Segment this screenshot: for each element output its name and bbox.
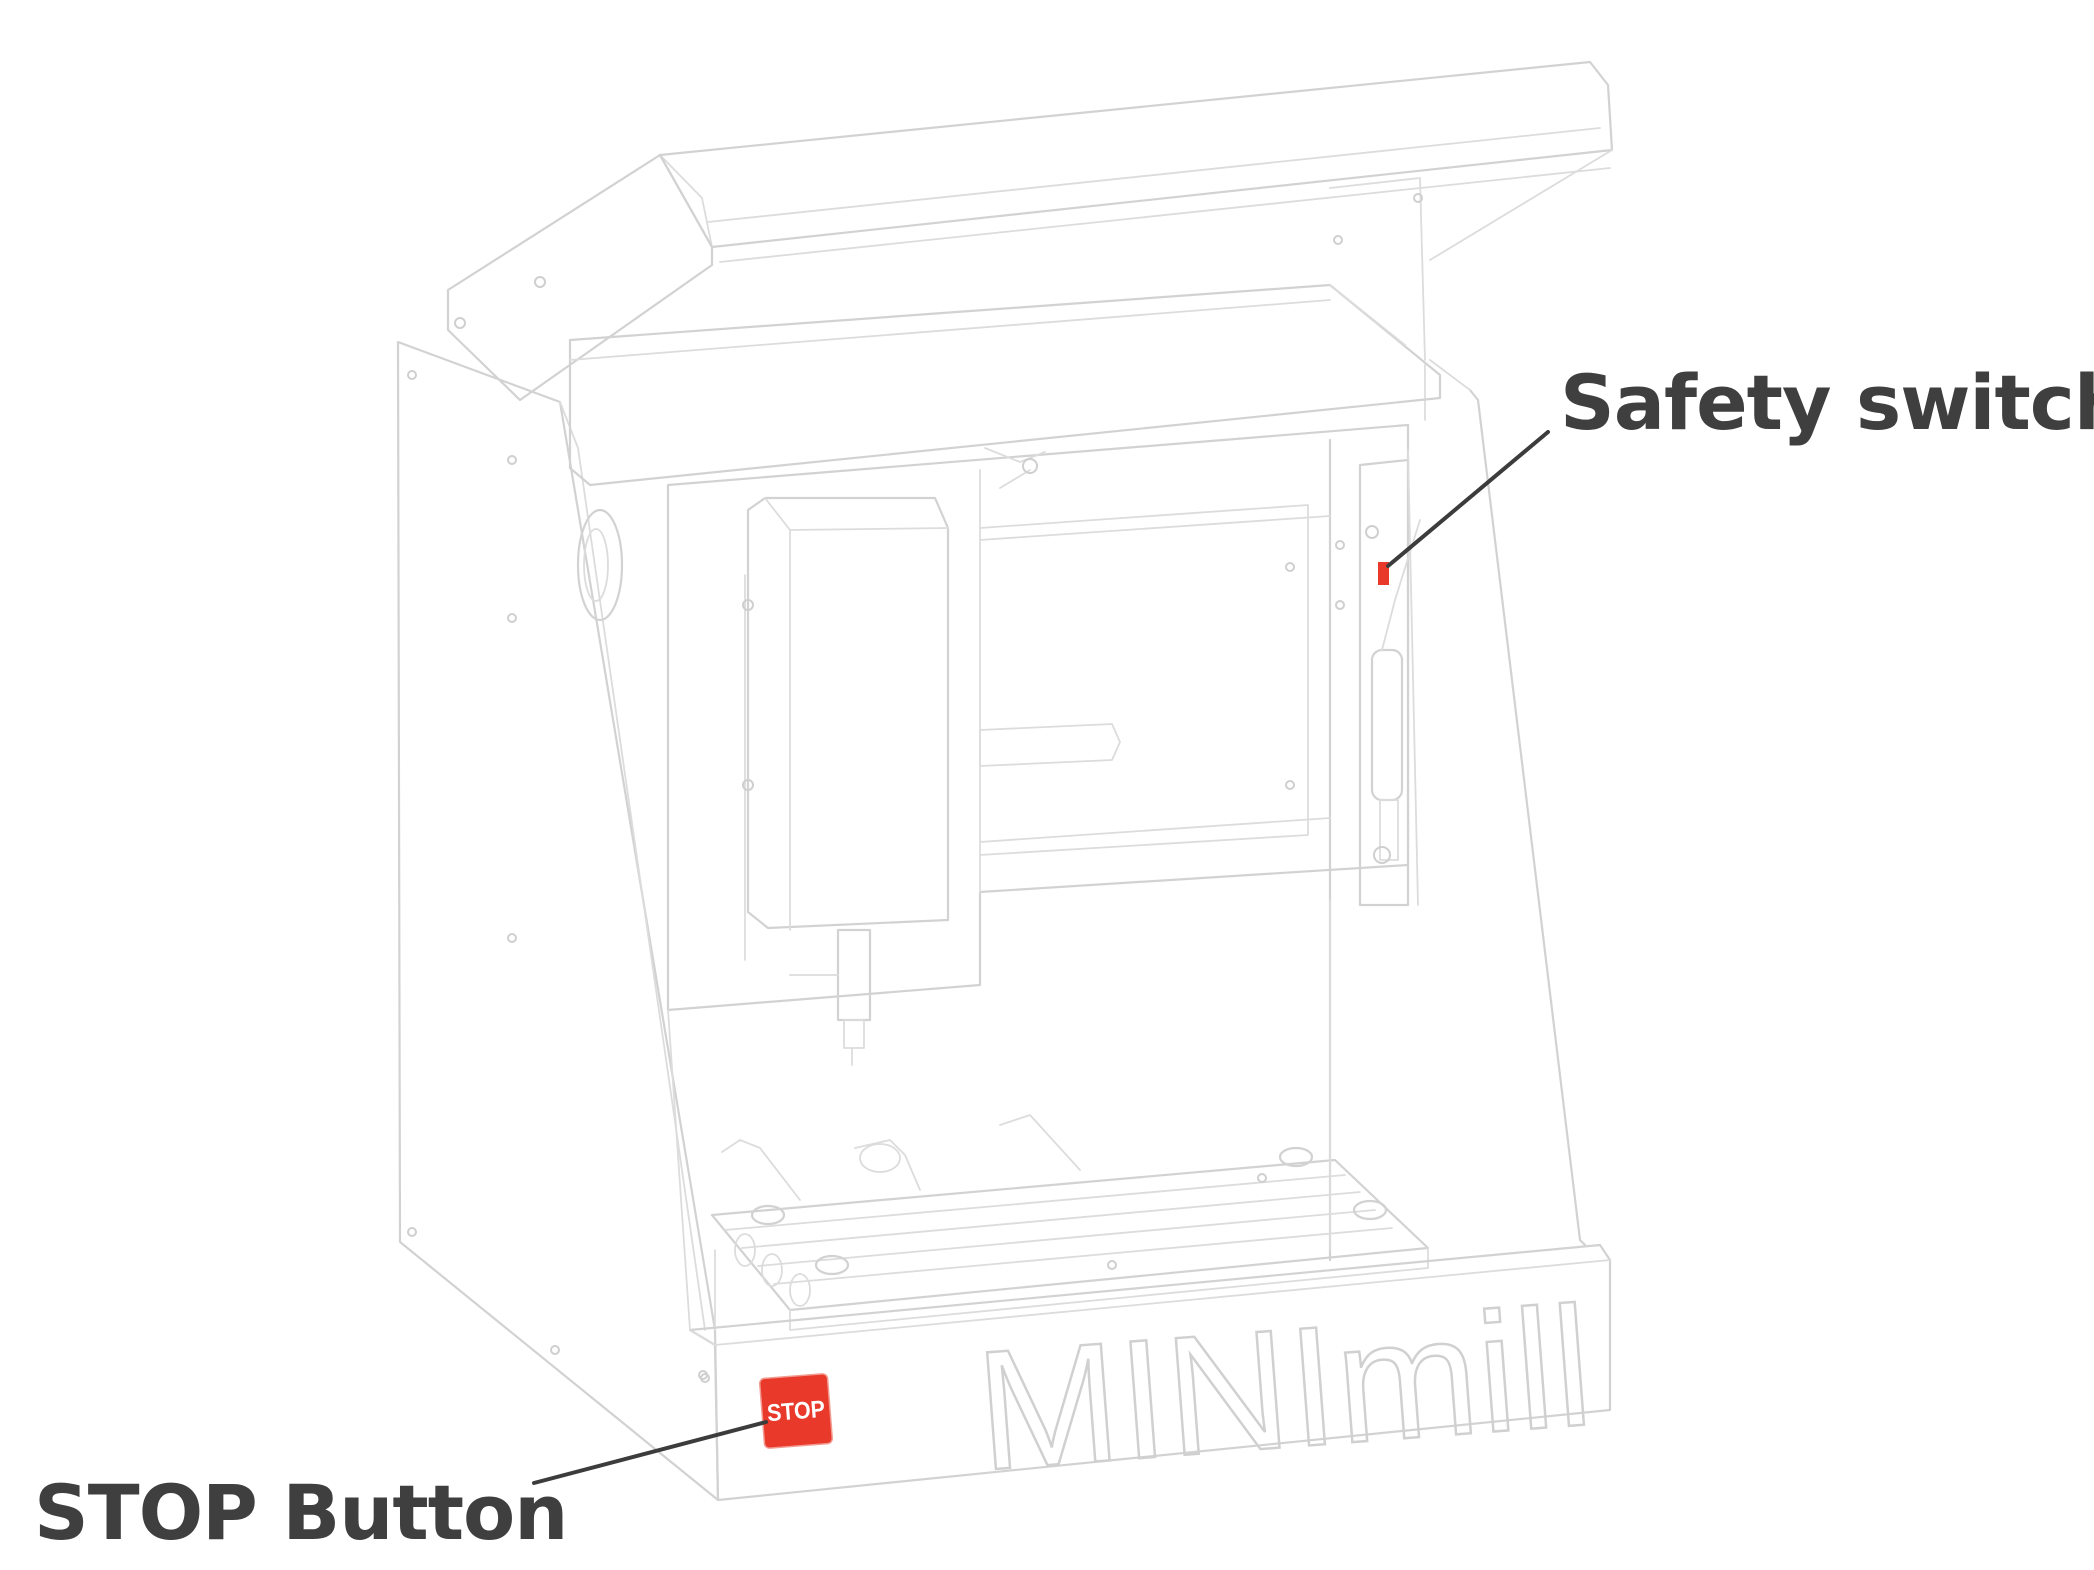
safety-switch-highlight xyxy=(1378,562,1389,585)
inner-walls xyxy=(667,899,1331,1331)
gas-spring-bracket xyxy=(1335,449,1421,907)
left-side-panel xyxy=(396,340,720,1502)
spindle-motor-box xyxy=(742,496,950,1066)
front-base-plate xyxy=(688,1243,1612,1502)
stop-button-leader-line xyxy=(532,1420,768,1485)
gantry-plate xyxy=(666,423,1410,1012)
hood-lid xyxy=(446,60,1614,487)
minimill-brand-watermark: MINImill xyxy=(971,1271,1599,1507)
stop-button-graphic[interactable]: STOP xyxy=(758,1373,834,1449)
safety-switch-leader-line xyxy=(1386,430,1550,568)
stop-button-text: STOP xyxy=(766,1396,826,1427)
work-table xyxy=(710,1114,1430,1331)
safety-switch-callout: Safety switch xyxy=(1560,358,2094,447)
stop-button-callout: STOP Button xyxy=(34,1468,568,1557)
right-side-frame xyxy=(1328,359,1587,1262)
